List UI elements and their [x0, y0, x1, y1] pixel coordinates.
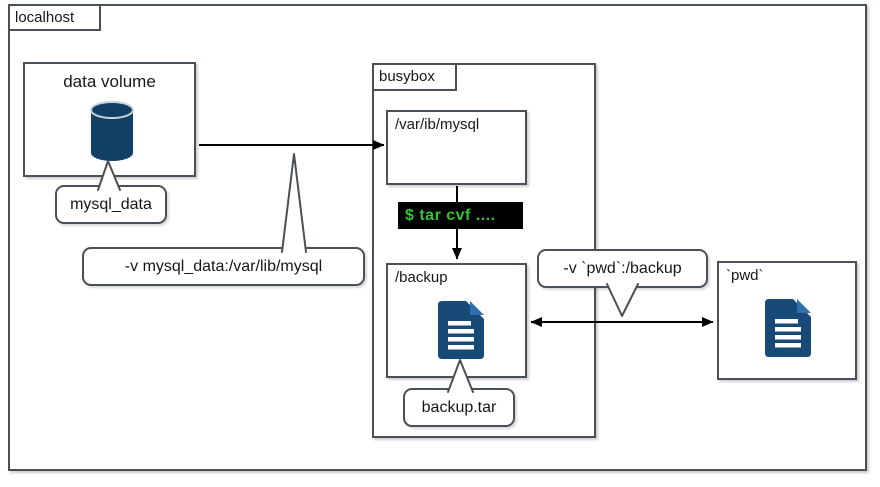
pwd-mount-callout: -v `pwd`:/backup: [537, 249, 708, 288]
document-icon: [438, 301, 484, 359]
localhost-label: localhost: [8, 4, 101, 31]
backup-dir-label: /backup: [395, 269, 448, 286]
backup-tar-callout-text: backup.tar: [421, 398, 497, 416]
pwd-dir-label: `pwd`: [726, 267, 764, 284]
backup-tar-callout: backup.tar: [403, 388, 515, 427]
document-icon: [765, 299, 811, 357]
backup-dir-box: /backup: [386, 263, 527, 378]
mysql-dir-label: /var/ib/mysql: [395, 116, 480, 133]
mysql-data-callout-text: mysql_data: [70, 195, 152, 213]
pwd-mount-callout-text: -v `pwd`:/backup: [563, 259, 682, 277]
database-cylinder-icon: [90, 101, 134, 161]
data-volume-title: data volume: [63, 72, 156, 91]
mysql-data-callout: mysql_data: [55, 185, 167, 224]
busybox-label: busybox: [372, 63, 457, 91]
volume-mount-callout-text: -v mysql_data:/var/lib/mysql: [124, 257, 323, 275]
mysql-dir-box: /var/ib/mysql: [386, 110, 527, 185]
data-volume-box: data volume: [23, 62, 196, 177]
tar-command-text: $ tar cvf ....: [405, 206, 496, 224]
pwd-dir-box: `pwd`: [717, 261, 857, 380]
tar-command-box: $ tar cvf ....: [398, 202, 523, 229]
volume-mount-callout: -v mysql_data:/var/lib/mysql: [82, 247, 365, 286]
